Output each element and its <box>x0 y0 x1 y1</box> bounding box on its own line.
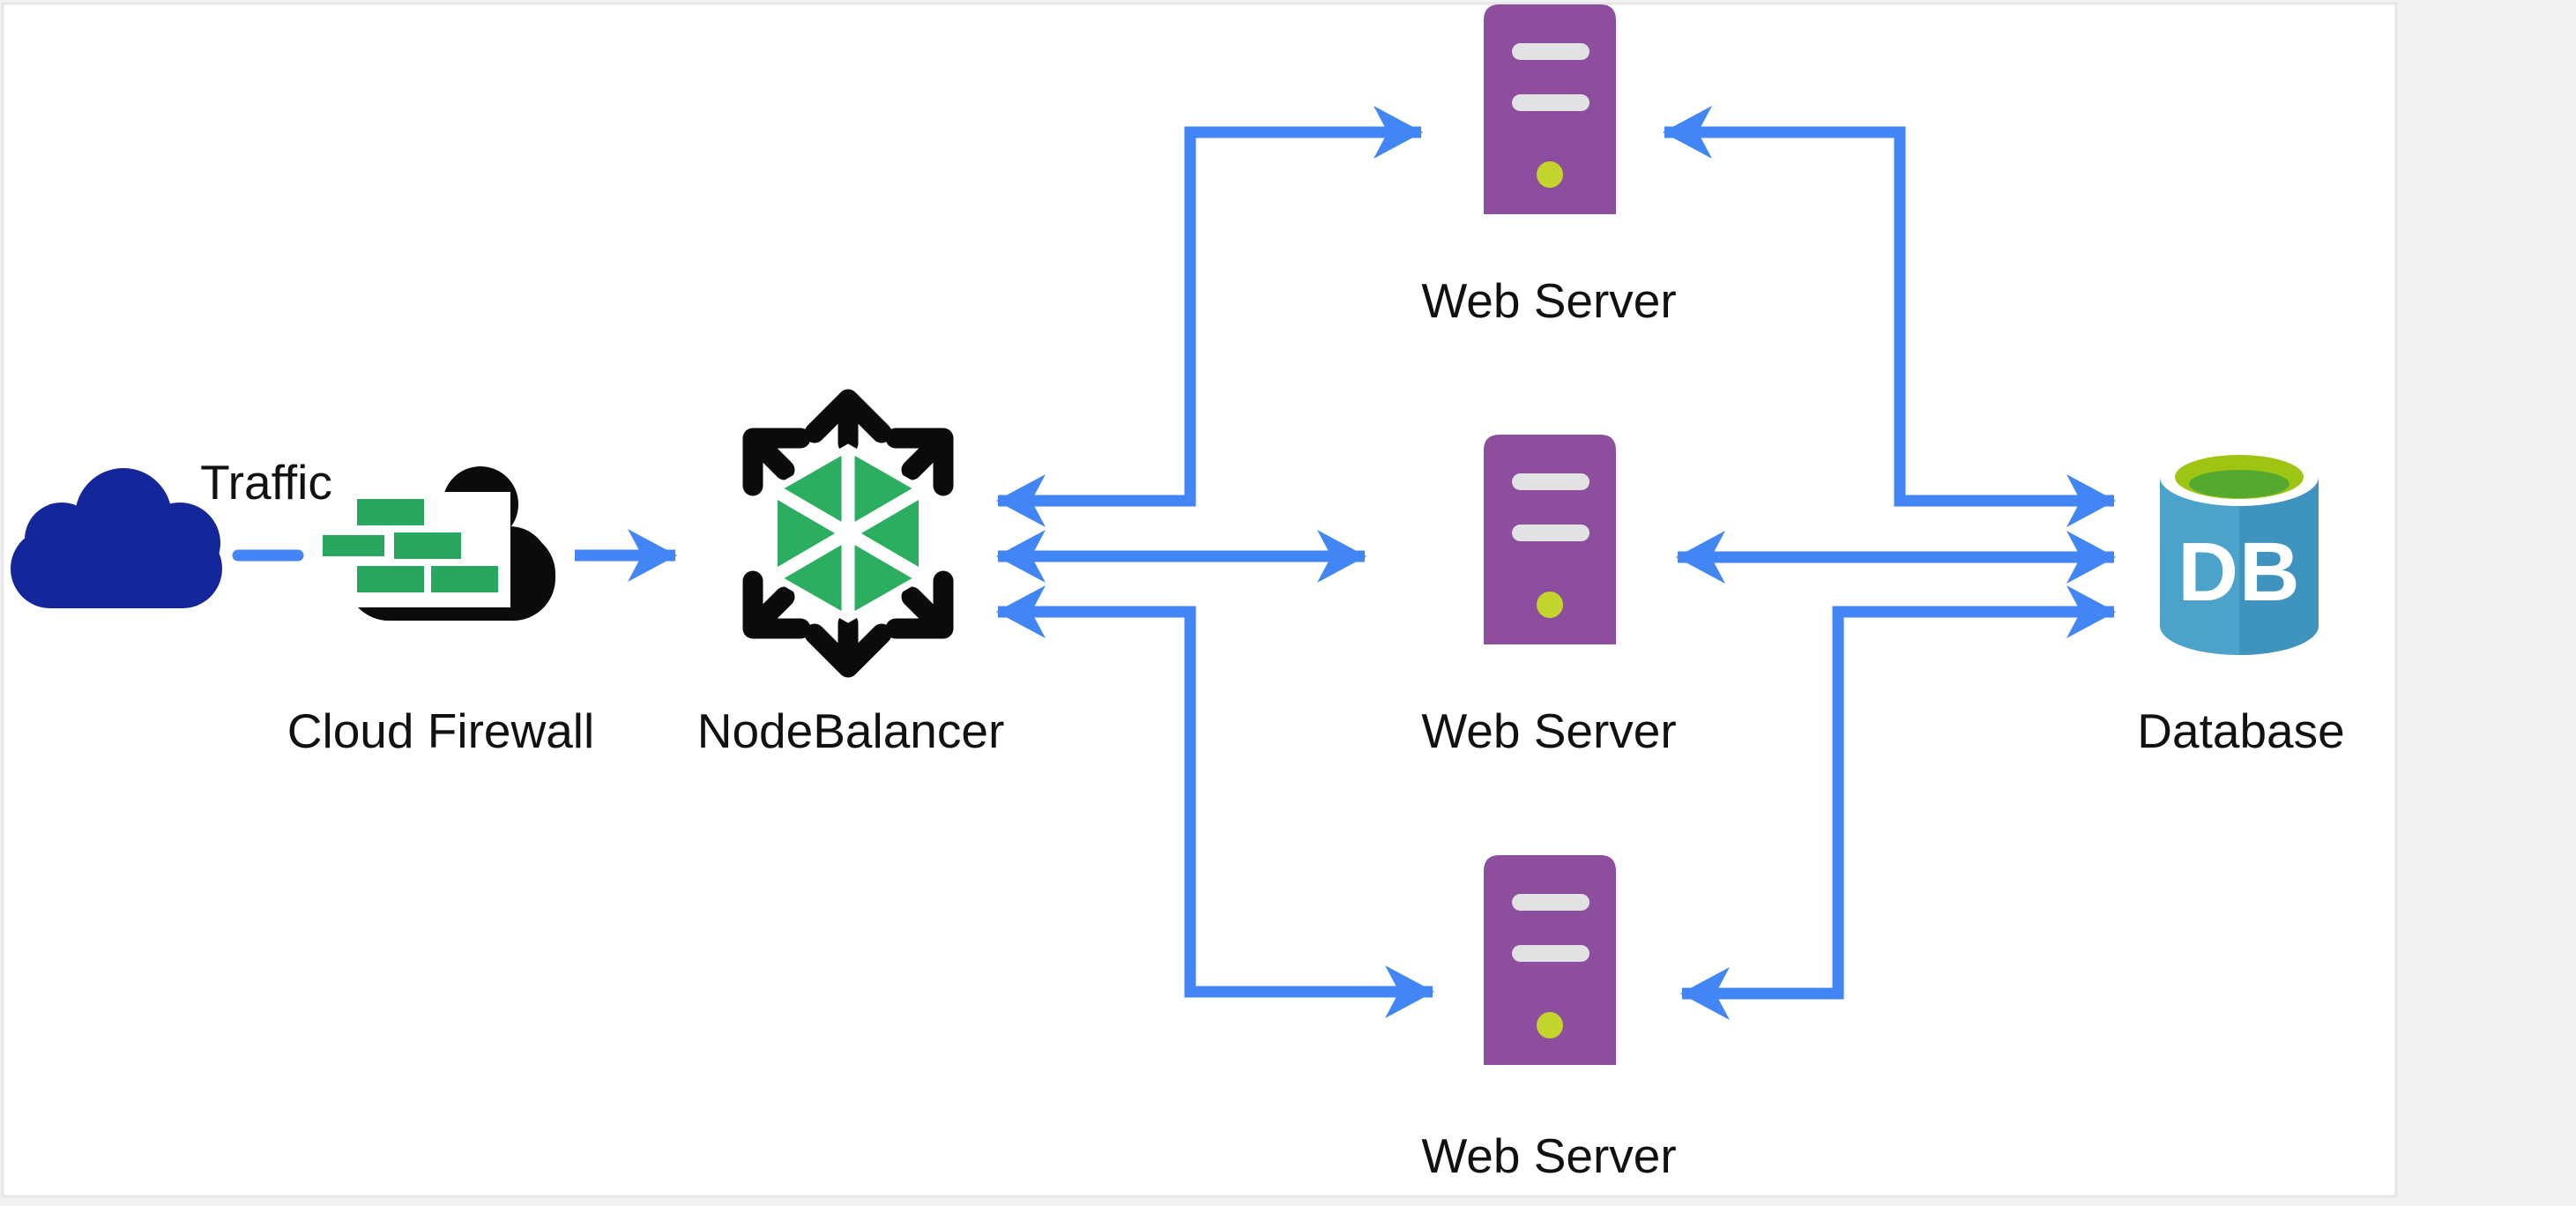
server-led <box>1537 592 1563 618</box>
arrow-nodebalancer-webserver-bottom <box>996 585 1434 1018</box>
database-cylinder-icon: DB <box>2160 448 2319 655</box>
nodebalancer-spokes <box>771 448 926 619</box>
webserver-node-top: Web Server <box>1421 4 1677 328</box>
server-tower-icon <box>1484 855 1616 1065</box>
connections <box>232 106 2116 1020</box>
nodebalancer-out-arrows <box>742 389 954 678</box>
webserver-top-label: Web Server <box>1421 273 1676 328</box>
nodebalancer-node: NodeBalancer <box>697 389 1005 758</box>
webserver-node-middle: Web Server <box>1421 435 1677 758</box>
server-led <box>1537 1012 1563 1038</box>
server-tower-icon <box>1484 4 1616 214</box>
database-node: DB Database <box>2137 448 2345 758</box>
server-tower-icon <box>1484 435 1616 644</box>
nodebalancer-label: NodeBalancer <box>697 704 1005 758</box>
cloud-firewall-label: Cloud Firewall <box>287 704 594 758</box>
arrow-webserver-top-database <box>1663 106 2116 527</box>
webserver-node-bottom: Web Server <box>1421 855 1677 1183</box>
arrow-webserver-bottom-database <box>1680 585 2116 1020</box>
database-label: Database <box>2137 704 2344 758</box>
webserver-middle-label: Web Server <box>1421 704 1676 758</box>
db-glyph-text: DB <box>2178 525 2300 619</box>
cloud-icon <box>11 468 222 608</box>
arrow-nodebalancer-webserver-top <box>996 106 1423 527</box>
firewall-bricks <box>317 499 498 592</box>
traffic-node: Traffic <box>11 455 332 608</box>
nodebalancer-hexagon-icon <box>742 389 954 678</box>
traffic-label: Traffic <box>200 455 332 510</box>
firewall-brick-cloud-icon <box>317 466 555 621</box>
webserver-bottom-label: Web Server <box>1421 1128 1676 1183</box>
server-led <box>1537 161 1563 188</box>
cloud-firewall-node: Cloud Firewall <box>287 466 594 758</box>
